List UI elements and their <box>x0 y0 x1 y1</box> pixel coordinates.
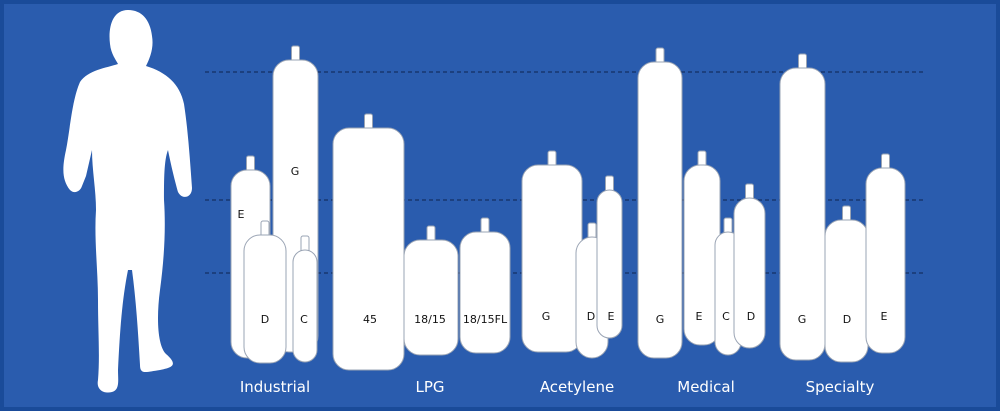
cylinder: D <box>824 205 869 363</box>
group-label: Acetylene <box>540 378 614 396</box>
group-label: Industrial <box>240 378 310 396</box>
group-label: LPG <box>415 378 444 396</box>
cylinder: D <box>243 220 287 364</box>
cylinder: G <box>637 47 683 359</box>
cylinder-size-label: E <box>238 208 245 221</box>
cylinder: 45 <box>332 113 405 371</box>
cylinder: E <box>596 175 623 339</box>
cylinder: G <box>779 53 826 361</box>
cylinder-size-label: D <box>843 313 851 326</box>
cylinder-size-label: C <box>300 313 308 326</box>
cylinder: G <box>521 150 583 353</box>
cylinder-size-label: E <box>881 310 888 323</box>
cylinder-size-label: G <box>798 313 807 326</box>
cylinder-size-label: 45 <box>363 313 377 326</box>
cylinder-body <box>459 231 511 354</box>
cylinder-size-label: E <box>608 310 615 323</box>
cylinder-size-label: G <box>291 165 300 178</box>
group-labels: Industrial LPG Acetylene Medical Specialty <box>240 378 875 396</box>
cylinder-size-label: G <box>542 310 551 323</box>
cylinder-size-label: E <box>696 310 703 323</box>
cylinder-body <box>332 127 405 371</box>
cylinder-size-label: C <box>722 310 730 323</box>
cylinder-size-label: 18/15FL <box>463 313 508 326</box>
cylinder-body <box>521 164 583 353</box>
cylinder: 18/15 <box>403 225 459 356</box>
cylinder: E <box>865 153 906 354</box>
cylinder-size-label: D <box>587 310 595 323</box>
cylinder-body <box>637 61 683 359</box>
cylinder: D <box>733 183 766 349</box>
human-silhouette <box>63 10 192 393</box>
group-label: Specialty <box>806 378 875 396</box>
cylinder-body <box>733 197 766 349</box>
cylinder: C <box>292 235 318 363</box>
cylinder-body <box>292 249 318 363</box>
cylinder-body <box>403 239 459 356</box>
cylinder-size-label: G <box>656 313 665 326</box>
cylinder: E <box>683 150 721 346</box>
cylinder-body <box>779 67 826 361</box>
cylinder-body <box>596 189 623 339</box>
cylinder-body <box>824 219 869 363</box>
cylinder-body <box>865 167 906 354</box>
cylinder: 18/15FL <box>459 217 511 354</box>
cylinder-group-lpg: 45 18/15 18/15FL <box>332 113 511 371</box>
cylinder-group-industrial: E G D C <box>230 45 319 364</box>
cylinder-size-label: 18/15 <box>414 313 446 326</box>
cylinder-size-label: D <box>747 310 755 323</box>
group-label: Medical <box>677 378 734 396</box>
cylinder-body <box>243 234 287 364</box>
cylinder-size-label: D <box>261 313 269 326</box>
